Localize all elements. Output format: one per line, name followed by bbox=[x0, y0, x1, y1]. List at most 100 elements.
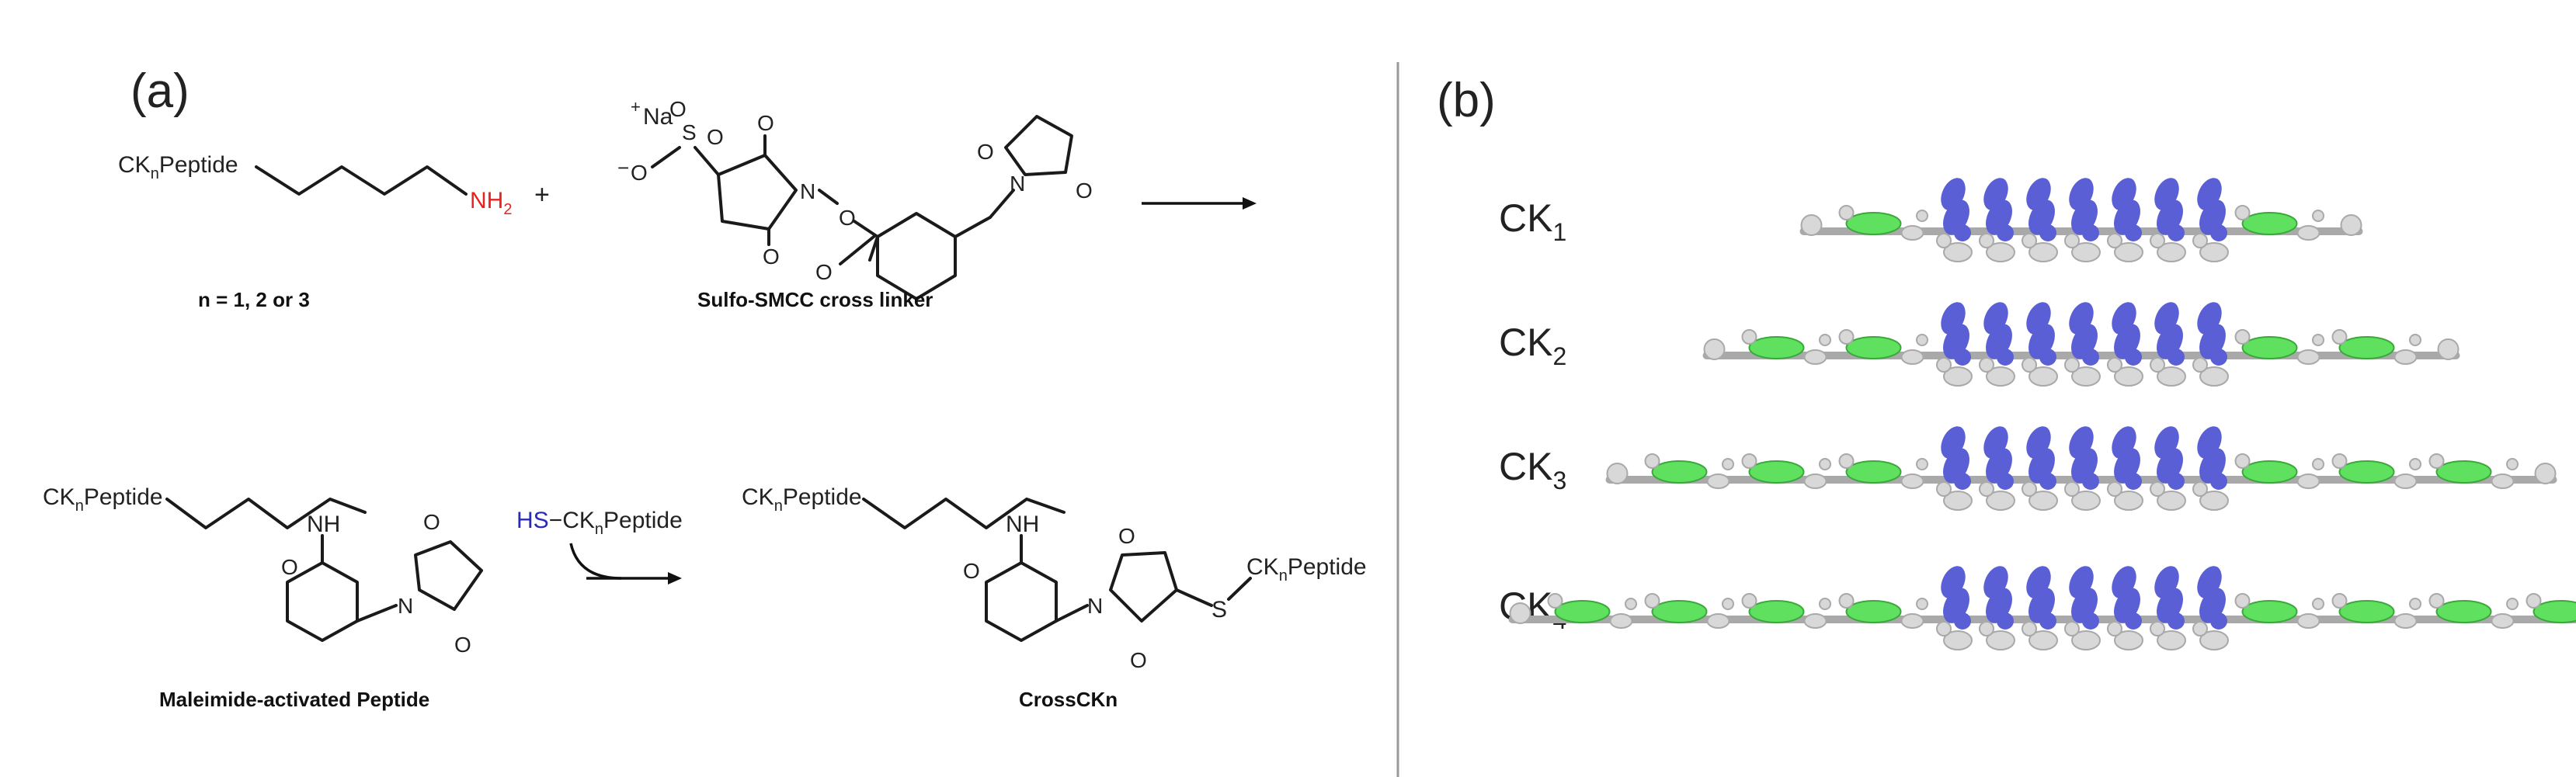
intermediate-subscript: n bbox=[75, 498, 84, 515]
terminal-cap bbox=[1703, 338, 1726, 360]
ck-row-label: CK2 bbox=[1499, 321, 1566, 370]
charge-plus: + bbox=[631, 97, 641, 116]
thiol-reagent: HS−CKnPeptide bbox=[516, 508, 683, 538]
intermediate-amide-o: O bbox=[281, 555, 298, 579]
ck-label-base: CK bbox=[1499, 321, 1552, 364]
plus-sign: + bbox=[534, 180, 550, 210]
terminal-cap bbox=[2340, 214, 2362, 236]
succinimide-ring bbox=[717, 154, 798, 231]
butyl-chain bbox=[255, 165, 468, 196]
green-segment bbox=[2331, 593, 2421, 629]
ch2-link-2 bbox=[989, 189, 1015, 219]
amine-group: NH2 bbox=[470, 188, 512, 218]
succinimide-o-bottom: O bbox=[763, 245, 780, 269]
blue-segment bbox=[2192, 566, 2229, 650]
svg-text:CKnPeptide: CKnPeptide bbox=[118, 152, 238, 182]
thiol-hs: HS bbox=[516, 508, 549, 533]
charge-minus: − bbox=[617, 156, 629, 179]
terminal-cap bbox=[1800, 214, 1823, 236]
reaction-arrow-1 bbox=[1142, 197, 1257, 210]
product-chain bbox=[862, 498, 1066, 529]
panel-b-label: (b) bbox=[1437, 74, 1496, 127]
ester-o-link: O bbox=[839, 206, 856, 230]
intermediate-nh: NH bbox=[307, 512, 340, 537]
green-segment bbox=[1838, 205, 1928, 241]
svg-text:HS−CKnPeptide: HS−CKnPeptide bbox=[516, 508, 683, 538]
peptide-prefix: CK bbox=[118, 152, 151, 178]
ck-label-base: CK bbox=[1499, 445, 1552, 488]
intermediate-maleimide bbox=[414, 540, 483, 611]
green-segment bbox=[1838, 593, 1928, 629]
blue-segment bbox=[1979, 566, 2015, 650]
sodium-label: Na bbox=[643, 104, 673, 130]
blue-segment bbox=[2192, 302, 2229, 387]
carbonyl-bond bbox=[839, 235, 875, 265]
product-s-subscript: n bbox=[1279, 567, 1288, 584]
ck-label-subscript: 1 bbox=[1552, 218, 1566, 246]
svg-text:CKnPeptide: CKnPeptide bbox=[742, 484, 862, 515]
peptide-suffix: Peptide bbox=[159, 152, 238, 178]
blue-segment bbox=[1979, 302, 2015, 387]
blue-segment bbox=[2107, 178, 2143, 262]
blue-segment bbox=[2192, 178, 2229, 262]
blue-segment bbox=[1936, 178, 1973, 262]
panel-a: (a) CKnPeptide NH2 + n = 1, 2 or 3 + Na … bbox=[43, 64, 1367, 711]
sulfonate-o3: O bbox=[707, 125, 724, 149]
ck-row-4: CK4 bbox=[1499, 566, 2576, 650]
green-segment bbox=[2428, 453, 2519, 489]
blue-segment bbox=[2064, 302, 2101, 387]
intermediate-cyclohexane bbox=[286, 561, 359, 642]
sulfur-atom: S bbox=[682, 120, 697, 144]
succinimide-o-top: O bbox=[757, 111, 774, 135]
maleimide-n: N bbox=[1010, 172, 1025, 196]
product-n: N bbox=[1087, 594, 1103, 618]
intermediate-o-bottom: O bbox=[454, 633, 471, 657]
product-o-bottom: O bbox=[1130, 648, 1147, 672]
thiol-subscript: n bbox=[595, 521, 603, 538]
cyclohexane-ring bbox=[876, 212, 957, 300]
green-segment bbox=[1644, 453, 1734, 489]
product-amide-o: O bbox=[963, 559, 980, 583]
o-c-bond bbox=[853, 220, 879, 238]
maleimide-activated-peptide: CKnPeptide NH O N O O bbox=[43, 484, 483, 657]
blue-segment bbox=[1936, 426, 1973, 511]
green-segment bbox=[1741, 329, 1831, 365]
ck-label-base: CK bbox=[1499, 196, 1552, 240]
blue-segment bbox=[1979, 426, 2015, 511]
blue-segment bbox=[2022, 178, 2058, 262]
sulfonate-o2: O bbox=[669, 97, 687, 121]
amine-subscript: 2 bbox=[503, 201, 512, 218]
thiol-dash: − bbox=[549, 508, 563, 533]
blue-segment bbox=[2064, 178, 2101, 262]
thiol-suffix: Peptide bbox=[603, 508, 683, 533]
n-o-bond bbox=[818, 189, 839, 205]
intermediate-ch2 bbox=[356, 604, 398, 623]
maleimide-o-right: O bbox=[1076, 179, 1093, 203]
panel-b: (b) CK1CK2CK3CK4 bbox=[1437, 74, 2576, 650]
blue-segment bbox=[2064, 426, 2101, 511]
amine-label: NH bbox=[470, 188, 503, 213]
terminal-cap bbox=[2534, 463, 2557, 484]
green-segment bbox=[2526, 593, 2576, 623]
product-s-suffix: Peptide bbox=[1288, 554, 1367, 580]
blue-segment bbox=[2107, 426, 2143, 511]
blue-segment bbox=[2150, 178, 2186, 262]
terminal-cap bbox=[2437, 338, 2460, 360]
terminal-cap bbox=[1509, 602, 1531, 624]
ck-label-subscript: 2 bbox=[1552, 342, 1566, 370]
blue-segment bbox=[2150, 426, 2186, 511]
green-segment bbox=[1838, 329, 1928, 365]
reagent-peptide-amine: CKnPeptide NH2 bbox=[118, 152, 512, 218]
crosslinker-caption: Sulfo-SMCC cross linker bbox=[697, 288, 933, 311]
green-segment bbox=[2234, 593, 2324, 629]
ck-row-3: CK3 bbox=[1499, 426, 2557, 511]
blue-segment bbox=[2022, 426, 2058, 511]
s-o-bond bbox=[651, 146, 681, 168]
product-caption: CrossCKn bbox=[1019, 688, 1118, 711]
ck-row-2: CK2 bbox=[1499, 302, 2460, 387]
product-subscript: n bbox=[774, 498, 783, 515]
green-segment bbox=[2234, 205, 2324, 241]
green-segment bbox=[2331, 329, 2421, 365]
ch2-link-1 bbox=[954, 216, 992, 238]
green-segment bbox=[2234, 329, 2324, 365]
